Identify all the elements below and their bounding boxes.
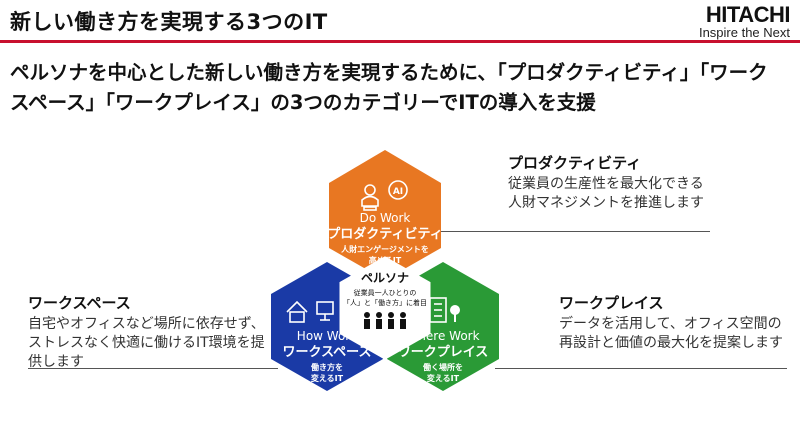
title-rule — [0, 40, 800, 43]
page-title: 新しい働き方を実現する3つのIT — [10, 10, 328, 34]
workplace-title: ワークプレイス — [559, 294, 664, 312]
productivity-body: 従業員の生産性を最大化できる人財マネジメントを推進します — [508, 176, 704, 211]
workplace-description: ワークプレイス データを活用して、オフィス空間の再設計と価値の最大化を提案します — [559, 292, 787, 353]
people-icon — [364, 312, 406, 329]
productivity-hex-sub1: 人財エンゲージメントを — [341, 244, 429, 254]
persona-line1: 従業員一人ひとりの — [354, 288, 417, 297]
productivity-title: プロダクティビティ — [508, 154, 642, 172]
productivity-hex-en: Do Work — [360, 211, 411, 225]
workspace-rule — [28, 368, 278, 369]
persona-title: ペルソナ — [361, 271, 409, 285]
workplace-hex-sub2: 変えるIT — [427, 373, 460, 383]
workspace-title: ワークスペース — [28, 294, 131, 312]
header: 新しい働き方を実現する3つのIT HITACHI Inspire the Nex… — [0, 0, 800, 46]
workspace-body: 自宅やオフィスなど場所に依存せず、ストレスなく快適に働けるIT環境を提供します — [28, 316, 265, 370]
house-icon — [286, 300, 308, 323]
workplace-body: データを活用して、オフィス空間の再設計と価値の最大化を提案します — [559, 316, 783, 351]
workspace-hex-sub1: 働き方を — [310, 362, 343, 372]
ai-badge-icon: AI — [388, 180, 408, 200]
productivity-hex-jp: プロダクティビティ — [327, 226, 442, 242]
brand: HITACHI Inspire the Next — [698, 2, 791, 40]
monitor-icon — [316, 301, 334, 321]
persona-hexagon: ペルソナ 従業員一人ひとりの 「人」と「働き方」に着目 — [339, 256, 431, 360]
hitachi-logo: HITACHI — [705, 2, 791, 27]
brand-tagline: Inspire the Next — [698, 25, 790, 40]
productivity-description: プロダクティビティ 従業員の生産性を最大化できる人財マネジメントを推進します — [508, 152, 708, 213]
workspace-hex-sub2: 変えるIT — [311, 373, 344, 383]
workspace-hex-jp: ワークスペース — [282, 345, 371, 360]
productivity-hex-shape — [329, 150, 441, 280]
workspace-description: ワークスペース 自宅やオフィスなど場所に依存せず、ストレスなく快適に働けるIT環… — [28, 292, 268, 372]
productivity-hexagon: AI Do Work プロダクティビティ 人財エンゲージメントを 高めるIT — [327, 150, 443, 280]
person-desk-icon — [361, 184, 379, 211]
persona-line2: 「人」と「働き方」に着目 — [343, 298, 427, 307]
lead-text: ペルソナを中心とした新しい働き方を実現するために、「プロダクティビティ」「ワーク… — [10, 61, 768, 114]
workplace-hex-sub1: 働く場所を — [422, 362, 463, 372]
tree-icon — [450, 305, 460, 322]
workplace-rule — [495, 368, 787, 369]
persona-hex-shape — [339, 256, 431, 360]
productivity-rule — [435, 231, 710, 232]
workplace-hex-jp: ワークプレイス — [398, 345, 489, 360]
ai-icon-label: AI — [393, 187, 403, 197]
